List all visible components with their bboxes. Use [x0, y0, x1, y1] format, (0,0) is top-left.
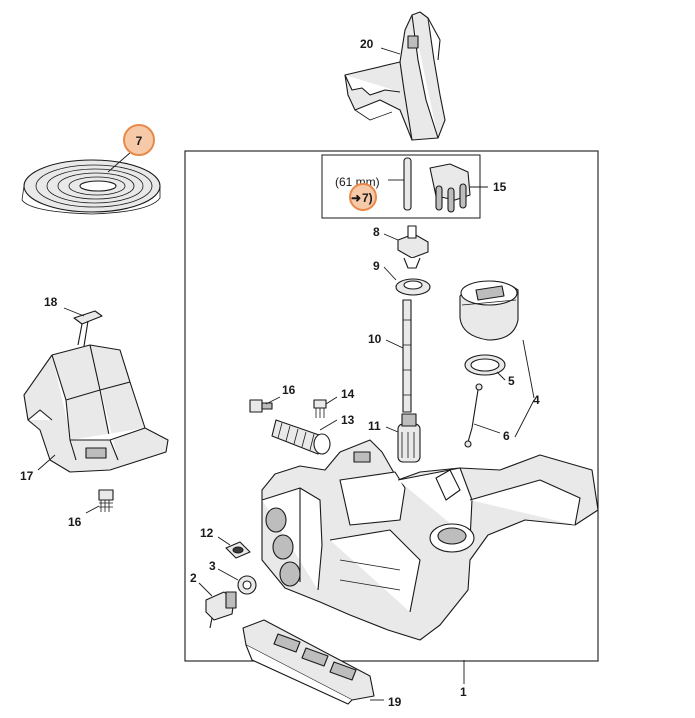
callout-5[interactable]: 5 — [508, 374, 515, 388]
part-16-screw-lower[interactable] — [98, 489, 114, 512]
callout-8[interactable]: 8 — [373, 225, 380, 239]
part-12-grommet[interactable] — [225, 541, 251, 559]
part-11-filter[interactable] — [397, 413, 421, 463]
part-9-grommet[interactable] — [395, 278, 431, 296]
ref-7-highlight[interactable]: ➜ 7) — [349, 183, 377, 211]
part-16-screw-upper[interactable] — [249, 399, 273, 413]
part-2-valve[interactable] — [205, 591, 237, 629]
part-4-tank-cap[interactable] — [459, 280, 519, 341]
part-18-plug[interactable] — [73, 310, 103, 347]
part-7-coiled-line[interactable] — [21, 159, 161, 215]
callout-12[interactable]: 12 — [200, 526, 214, 540]
callout-20[interactable]: 20 — [360, 37, 374, 51]
part-3-washer[interactable] — [237, 575, 257, 595]
part-5-o-ring[interactable] — [464, 354, 506, 376]
callout-4[interactable]: 4 — [533, 393, 540, 407]
callout-18[interactable]: 18 — [44, 295, 58, 309]
assembly-frame — [184, 150, 599, 662]
part-14-screw[interactable] — [313, 399, 327, 418]
part-20-bracket[interactable] — [344, 11, 446, 141]
leader-lines — [37, 47, 535, 701]
ref-arrow-icon: ➜ — [351, 191, 361, 205]
part-15-connector[interactable] — [429, 163, 471, 213]
part-19-guard-rail[interactable] — [242, 619, 375, 705]
callout-16-upper[interactable]: 16 — [282, 383, 296, 397]
callout-19[interactable]: 19 — [388, 695, 402, 709]
part-17-side-cover[interactable] — [23, 344, 169, 473]
callout-14[interactable]: 14 — [341, 387, 355, 401]
callout-13[interactable]: 13 — [341, 413, 355, 427]
callout-1[interactable]: 1 — [460, 685, 467, 699]
callout-9[interactable]: 9 — [373, 259, 380, 273]
line-61mm[interactable] — [403, 157, 412, 211]
part-13-spring[interactable] — [271, 419, 331, 455]
callout-7-label: 7 — [136, 134, 143, 148]
ref-number: 7) — [362, 191, 373, 205]
callout-15[interactable]: 15 — [493, 180, 507, 194]
part-1-tank-housing[interactable] — [261, 439, 599, 641]
subassembly-box — [321, 154, 481, 219]
part-10-suction-hose[interactable] — [402, 299, 412, 413]
part-8-fitting[interactable] — [397, 225, 429, 269]
callout-7-highlight[interactable]: 7 — [123, 124, 155, 156]
callout-17[interactable]: 17 — [20, 469, 34, 483]
callout-11[interactable]: 11 — [368, 419, 381, 433]
callout-2[interactable]: 2 — [190, 571, 197, 585]
callout-16-lower[interactable]: 16 — [68, 515, 82, 529]
callout-6[interactable]: 6 — [503, 429, 510, 443]
callout-10[interactable]: 10 — [368, 332, 382, 346]
callout-3[interactable]: 3 — [209, 559, 216, 573]
part-6-retainer[interactable] — [464, 383, 483, 448]
